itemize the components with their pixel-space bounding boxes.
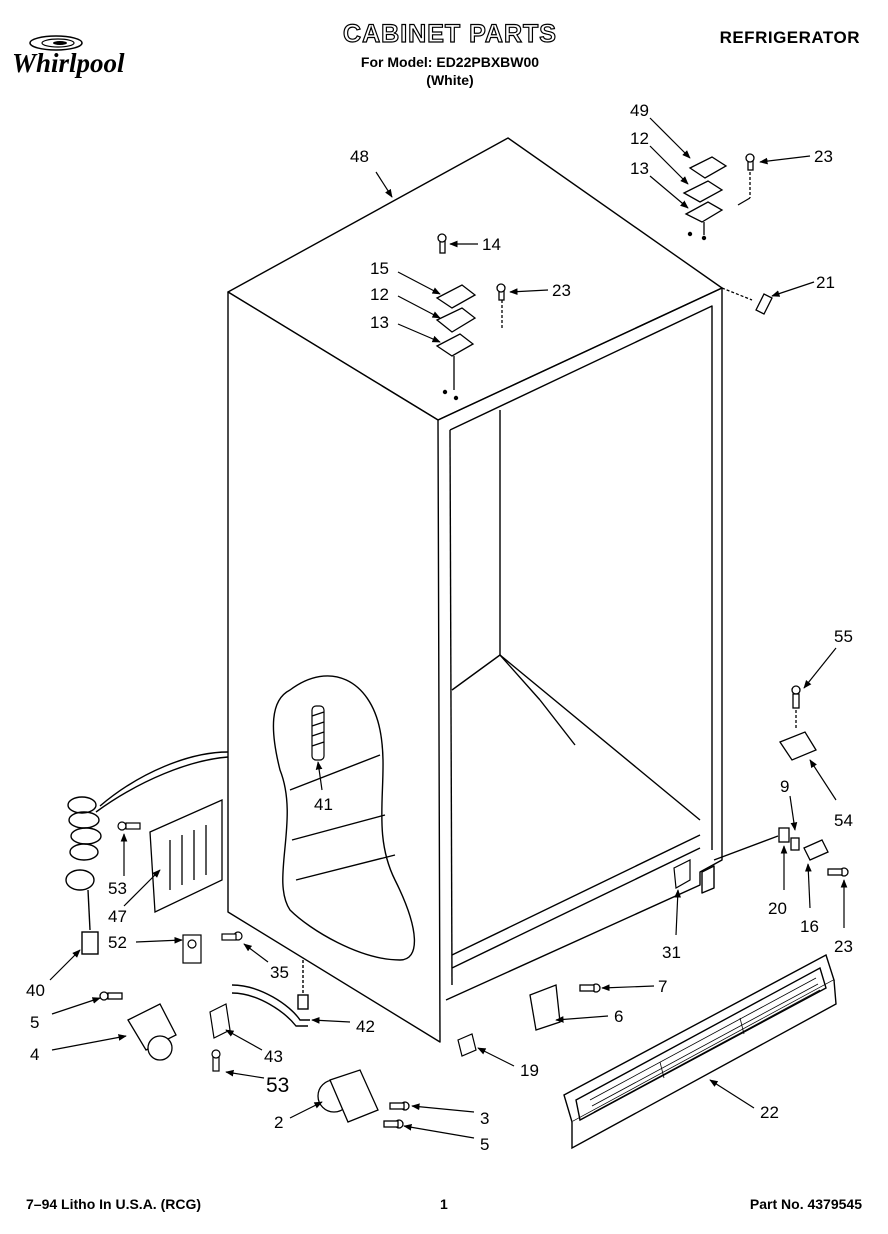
cabinet-48 bbox=[227, 137, 723, 1043]
callout-54: 54 bbox=[834, 811, 853, 830]
callout-23: 23 bbox=[834, 937, 853, 956]
callout-23: 23 bbox=[552, 281, 571, 300]
callout-43: 43 bbox=[264, 1047, 283, 1066]
callout-48: 48 bbox=[350, 147, 369, 166]
whirlpool-logo-swirl bbox=[29, 35, 83, 51]
part-6-bracket bbox=[529, 983, 601, 1031]
model-line: For Model: ED22PBXBW00 bbox=[360, 54, 540, 70]
right-hinge-assembly bbox=[682, 153, 755, 235]
grille-22 bbox=[563, 953, 837, 1150]
brand-logo: Whirlpool bbox=[12, 48, 125, 78]
page-title: CABINET PARTS bbox=[342, 19, 557, 48]
center-hinge-assembly bbox=[435, 233, 506, 390]
callout-19: 19 bbox=[520, 1061, 539, 1080]
screw-53-upper bbox=[117, 821, 141, 831]
tube-42 bbox=[231, 960, 310, 1027]
callout-labels: 48 49 12 13 23 14 15 23 12 13 21 55 9 54… bbox=[26, 101, 853, 1154]
callout-9: 9 bbox=[780, 777, 789, 796]
part-54-55-assembly bbox=[713, 685, 849, 877]
part-21-bracket bbox=[721, 287, 773, 315]
callout-16: 16 bbox=[800, 917, 819, 936]
callout-55: 55 bbox=[834, 627, 853, 646]
page-number: 1 bbox=[440, 1196, 448, 1212]
part-52-clip bbox=[182, 931, 243, 964]
callout-35: 35 bbox=[270, 963, 289, 982]
callout-6: 6 bbox=[614, 1007, 623, 1026]
callout-23: 23 bbox=[814, 147, 833, 166]
callout-21: 21 bbox=[816, 273, 835, 292]
callout-4: 4 bbox=[30, 1045, 39, 1064]
callout-7: 7 bbox=[658, 977, 667, 996]
callout-2: 2 bbox=[274, 1113, 283, 1132]
callout-52: 52 bbox=[108, 933, 127, 952]
part-19-clip bbox=[457, 1033, 477, 1057]
hinge-holes bbox=[442, 231, 707, 401]
callout-42: 42 bbox=[356, 1017, 375, 1036]
part-47-plate bbox=[149, 798, 223, 914]
callout-41: 41 bbox=[314, 795, 333, 814]
callout-31: 31 bbox=[662, 943, 681, 962]
color-line: (White) bbox=[426, 72, 474, 88]
part-4-roller bbox=[99, 991, 177, 1061]
callout-53: 53 bbox=[108, 879, 127, 898]
callout-12: 12 bbox=[630, 129, 649, 148]
part-number: Part No. 4379545 bbox=[749, 1196, 862, 1212]
callout-47: 47 bbox=[108, 907, 127, 926]
part-43-bracket bbox=[209, 1003, 231, 1072]
callout-13: 13 bbox=[630, 159, 649, 178]
callout-49: 49 bbox=[630, 101, 649, 120]
callout-14: 14 bbox=[482, 235, 501, 254]
callout-5: 5 bbox=[30, 1013, 39, 1032]
callout-22: 22 bbox=[760, 1103, 779, 1122]
callout-15: 15 bbox=[370, 259, 389, 278]
litho-note: 7–94 Litho In U.S.A. (RCG) bbox=[26, 1196, 202, 1212]
callout-13: 13 bbox=[370, 313, 389, 332]
callout-53: 53 bbox=[266, 1074, 289, 1097]
power-cord-40 bbox=[65, 751, 229, 955]
part-2-roller-assembly bbox=[317, 1069, 410, 1129]
product-type: REFRIGERATOR bbox=[719, 28, 860, 47]
leader-lines bbox=[49, 117, 848, 1139]
part-31-clip bbox=[673, 859, 691, 889]
callout-12: 12 bbox=[370, 285, 389, 304]
callout-20: 20 bbox=[768, 899, 787, 918]
part-41-spring bbox=[311, 705, 325, 761]
callout-5: 5 bbox=[480, 1135, 489, 1154]
callout-40: 40 bbox=[26, 981, 45, 1000]
callout-3: 3 bbox=[480, 1109, 489, 1128]
